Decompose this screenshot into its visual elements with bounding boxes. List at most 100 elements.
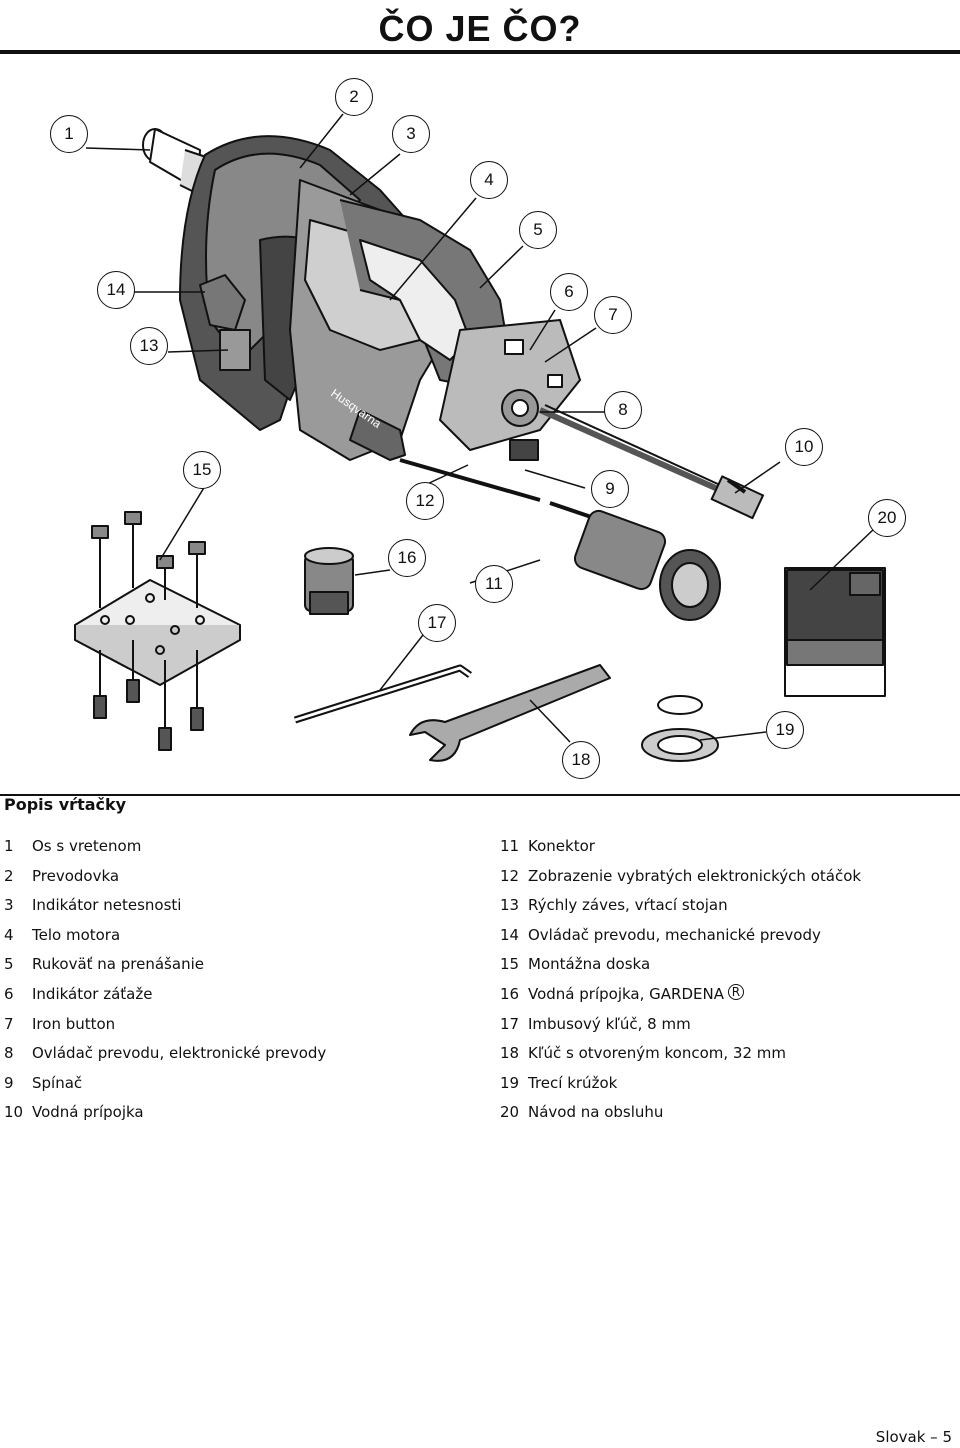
legend-text: Kľúč s otvoreným koncom, 32 mm bbox=[528, 1044, 786, 1063]
callout-17: 17 bbox=[418, 604, 456, 642]
legend-item: 9 Spínač bbox=[4, 1073, 464, 1103]
callout-15: 15 bbox=[183, 451, 221, 489]
callout-1: 1 bbox=[50, 115, 88, 153]
callout-14: 14 bbox=[97, 271, 135, 309]
legend-text: Iron button bbox=[32, 1014, 116, 1033]
legend-num: 12 bbox=[500, 866, 520, 885]
callout-7: 7 bbox=[594, 296, 632, 334]
legend-num: 7 bbox=[4, 1014, 14, 1033]
legend-text: Ovládač prevodu, mechanické prevody bbox=[528, 925, 821, 944]
legend-text: Montážna doska bbox=[528, 955, 651, 974]
legend-item: 18 Kľúč s otvoreným koncom, 32 mm bbox=[500, 1043, 960, 1073]
friction-ring-drawing bbox=[641, 695, 719, 762]
legend-num: 6 bbox=[4, 984, 14, 1003]
legend-num: 2 bbox=[4, 866, 14, 885]
legend-text: Rýchly záves, vŕtací stojan bbox=[528, 896, 728, 915]
legend-text: Vodná prípojka bbox=[32, 1103, 144, 1122]
legend-text: Spínač bbox=[32, 1073, 83, 1092]
legend-num: 16 bbox=[500, 984, 520, 1003]
drill-illustration: Husqvarna bbox=[0, 56, 960, 796]
control-panel-drawing bbox=[439, 319, 581, 461]
connector-cable-drawing bbox=[399, 458, 721, 621]
legend-left: 1 Os s vretenom 2 Prevodovka 3 Indikátor ne… bbox=[4, 836, 464, 1132]
legend-text: Os s vretenom bbox=[32, 837, 142, 855]
manual-drawing bbox=[784, 567, 886, 697]
callout-9: 9 bbox=[591, 470, 629, 508]
callout-4: 4 bbox=[470, 161, 508, 199]
callout-16: 16 bbox=[388, 539, 426, 577]
legend-item: 17 Imbusový kľúč, 8 mm bbox=[500, 1014, 960, 1044]
legend-num: 10 bbox=[4, 1103, 24, 1122]
legend-text: Imbusový kľúč, 8 mm bbox=[528, 1014, 691, 1033]
legend-num: 4 bbox=[4, 925, 14, 944]
callout-12: 12 bbox=[406, 482, 444, 520]
legend-num: 9 bbox=[4, 1073, 14, 1092]
legend-text: Trecí krúžok bbox=[528, 1073, 618, 1092]
legend-item: 11 Konektor bbox=[500, 836, 960, 866]
mounting-plate-drawing bbox=[74, 511, 241, 751]
callout-10: 10 bbox=[785, 428, 823, 466]
callout-20: 20 bbox=[868, 499, 906, 537]
legend-text: Indikátor netesnosti bbox=[32, 896, 182, 915]
legend-item: 8 Ovládač prevodu, elektronické prevody bbox=[4, 1043, 464, 1073]
legend-text: Návod na obsluhu bbox=[528, 1103, 664, 1122]
legend-item: 2 Prevodovka bbox=[4, 866, 464, 896]
legend-item: 12 Zobrazenie vybratých elektronických ot… bbox=[500, 866, 960, 896]
page-header: ČO JE ČO? bbox=[0, 0, 960, 60]
legend-num: 18 bbox=[500, 1044, 520, 1063]
legend-item: 14 Ovládač prevodu, mechanické prevody bbox=[500, 925, 960, 955]
section-title: Popis vŕtačky bbox=[4, 795, 127, 814]
drill-drawing: Husqvarna bbox=[74, 113, 886, 762]
legend-item: 6 Indikátor záťaže bbox=[4, 984, 464, 1014]
legend-item: 10 Vodná prípojka bbox=[4, 1102, 464, 1132]
callout-5: 5 bbox=[519, 211, 557, 249]
header-rule bbox=[0, 50, 960, 54]
registered-trademark-icon: R bbox=[727, 983, 744, 1000]
callout-19: 19 bbox=[766, 711, 804, 749]
callout-8: 8 bbox=[604, 391, 642, 429]
legend-item: 1 Os s vretenom bbox=[4, 836, 464, 866]
legend-text: Ovládač prevodu, elektronické prevody bbox=[32, 1044, 327, 1063]
callout-13: 13 bbox=[130, 327, 168, 365]
water-hose-drawing bbox=[538, 404, 765, 520]
callout-18: 18 bbox=[562, 741, 600, 779]
legend-num: 19 bbox=[500, 1073, 520, 1092]
figure-bottom-rule bbox=[0, 794, 960, 796]
legend-text: Konektor bbox=[528, 837, 595, 855]
callout-6: 6 bbox=[550, 273, 588, 311]
legend-right: 11 Konektor 12 Zobrazenie vybratých elektr… bbox=[500, 836, 960, 1132]
allen-key-drawing bbox=[293, 664, 473, 724]
legend-num: 20 bbox=[500, 1103, 520, 1122]
legend-num: 3 bbox=[4, 896, 14, 915]
legend-text: Zobrazenie vybratých elektronických otáč… bbox=[528, 866, 862, 885]
callout-2: 2 bbox=[335, 78, 373, 116]
legend-item: 20 Návod na obsluhu bbox=[500, 1102, 960, 1132]
page-footer: Slovak – 5 bbox=[875, 1428, 952, 1446]
legend-num: 15 bbox=[500, 955, 520, 974]
legend-item: 19 Trecí krúžok bbox=[500, 1073, 960, 1103]
gardena-coupling-drawing bbox=[304, 547, 354, 615]
legend-text: Vodná prípojka, GARDENA bbox=[528, 984, 724, 1003]
leader-lines bbox=[85, 113, 876, 743]
legend-item: 3 Indikátor netesnosti bbox=[4, 895, 464, 925]
legend-text: Rukoväť na prenášanie bbox=[32, 955, 204, 974]
legend-item: 7 Iron button bbox=[4, 1014, 464, 1044]
callout-3: 3 bbox=[392, 115, 430, 153]
legend-num: 13 bbox=[500, 896, 520, 915]
legend-num: 14 bbox=[500, 925, 520, 944]
legend-num: 5 bbox=[4, 955, 14, 974]
legend-num: 17 bbox=[500, 1014, 520, 1033]
legend-num: 8 bbox=[4, 1044, 14, 1063]
legend-text: Indikátor záťaže bbox=[32, 984, 153, 1003]
legend-text: Prevodovka bbox=[32, 866, 120, 885]
page-title: ČO JE ČO? bbox=[378, 8, 582, 49]
wrench-drawing bbox=[409, 664, 611, 762]
legend-item: 13 Rýchly záves, vŕtací stojan bbox=[500, 895, 960, 925]
legend-num: 11 bbox=[500, 837, 520, 855]
legend-item: 15 Montážna doska bbox=[500, 954, 960, 984]
callout-11: 11 bbox=[475, 565, 513, 603]
legend-item: 5 Rukoväť na prenášanie bbox=[4, 954, 464, 984]
legend-num: 1 bbox=[4, 837, 14, 855]
